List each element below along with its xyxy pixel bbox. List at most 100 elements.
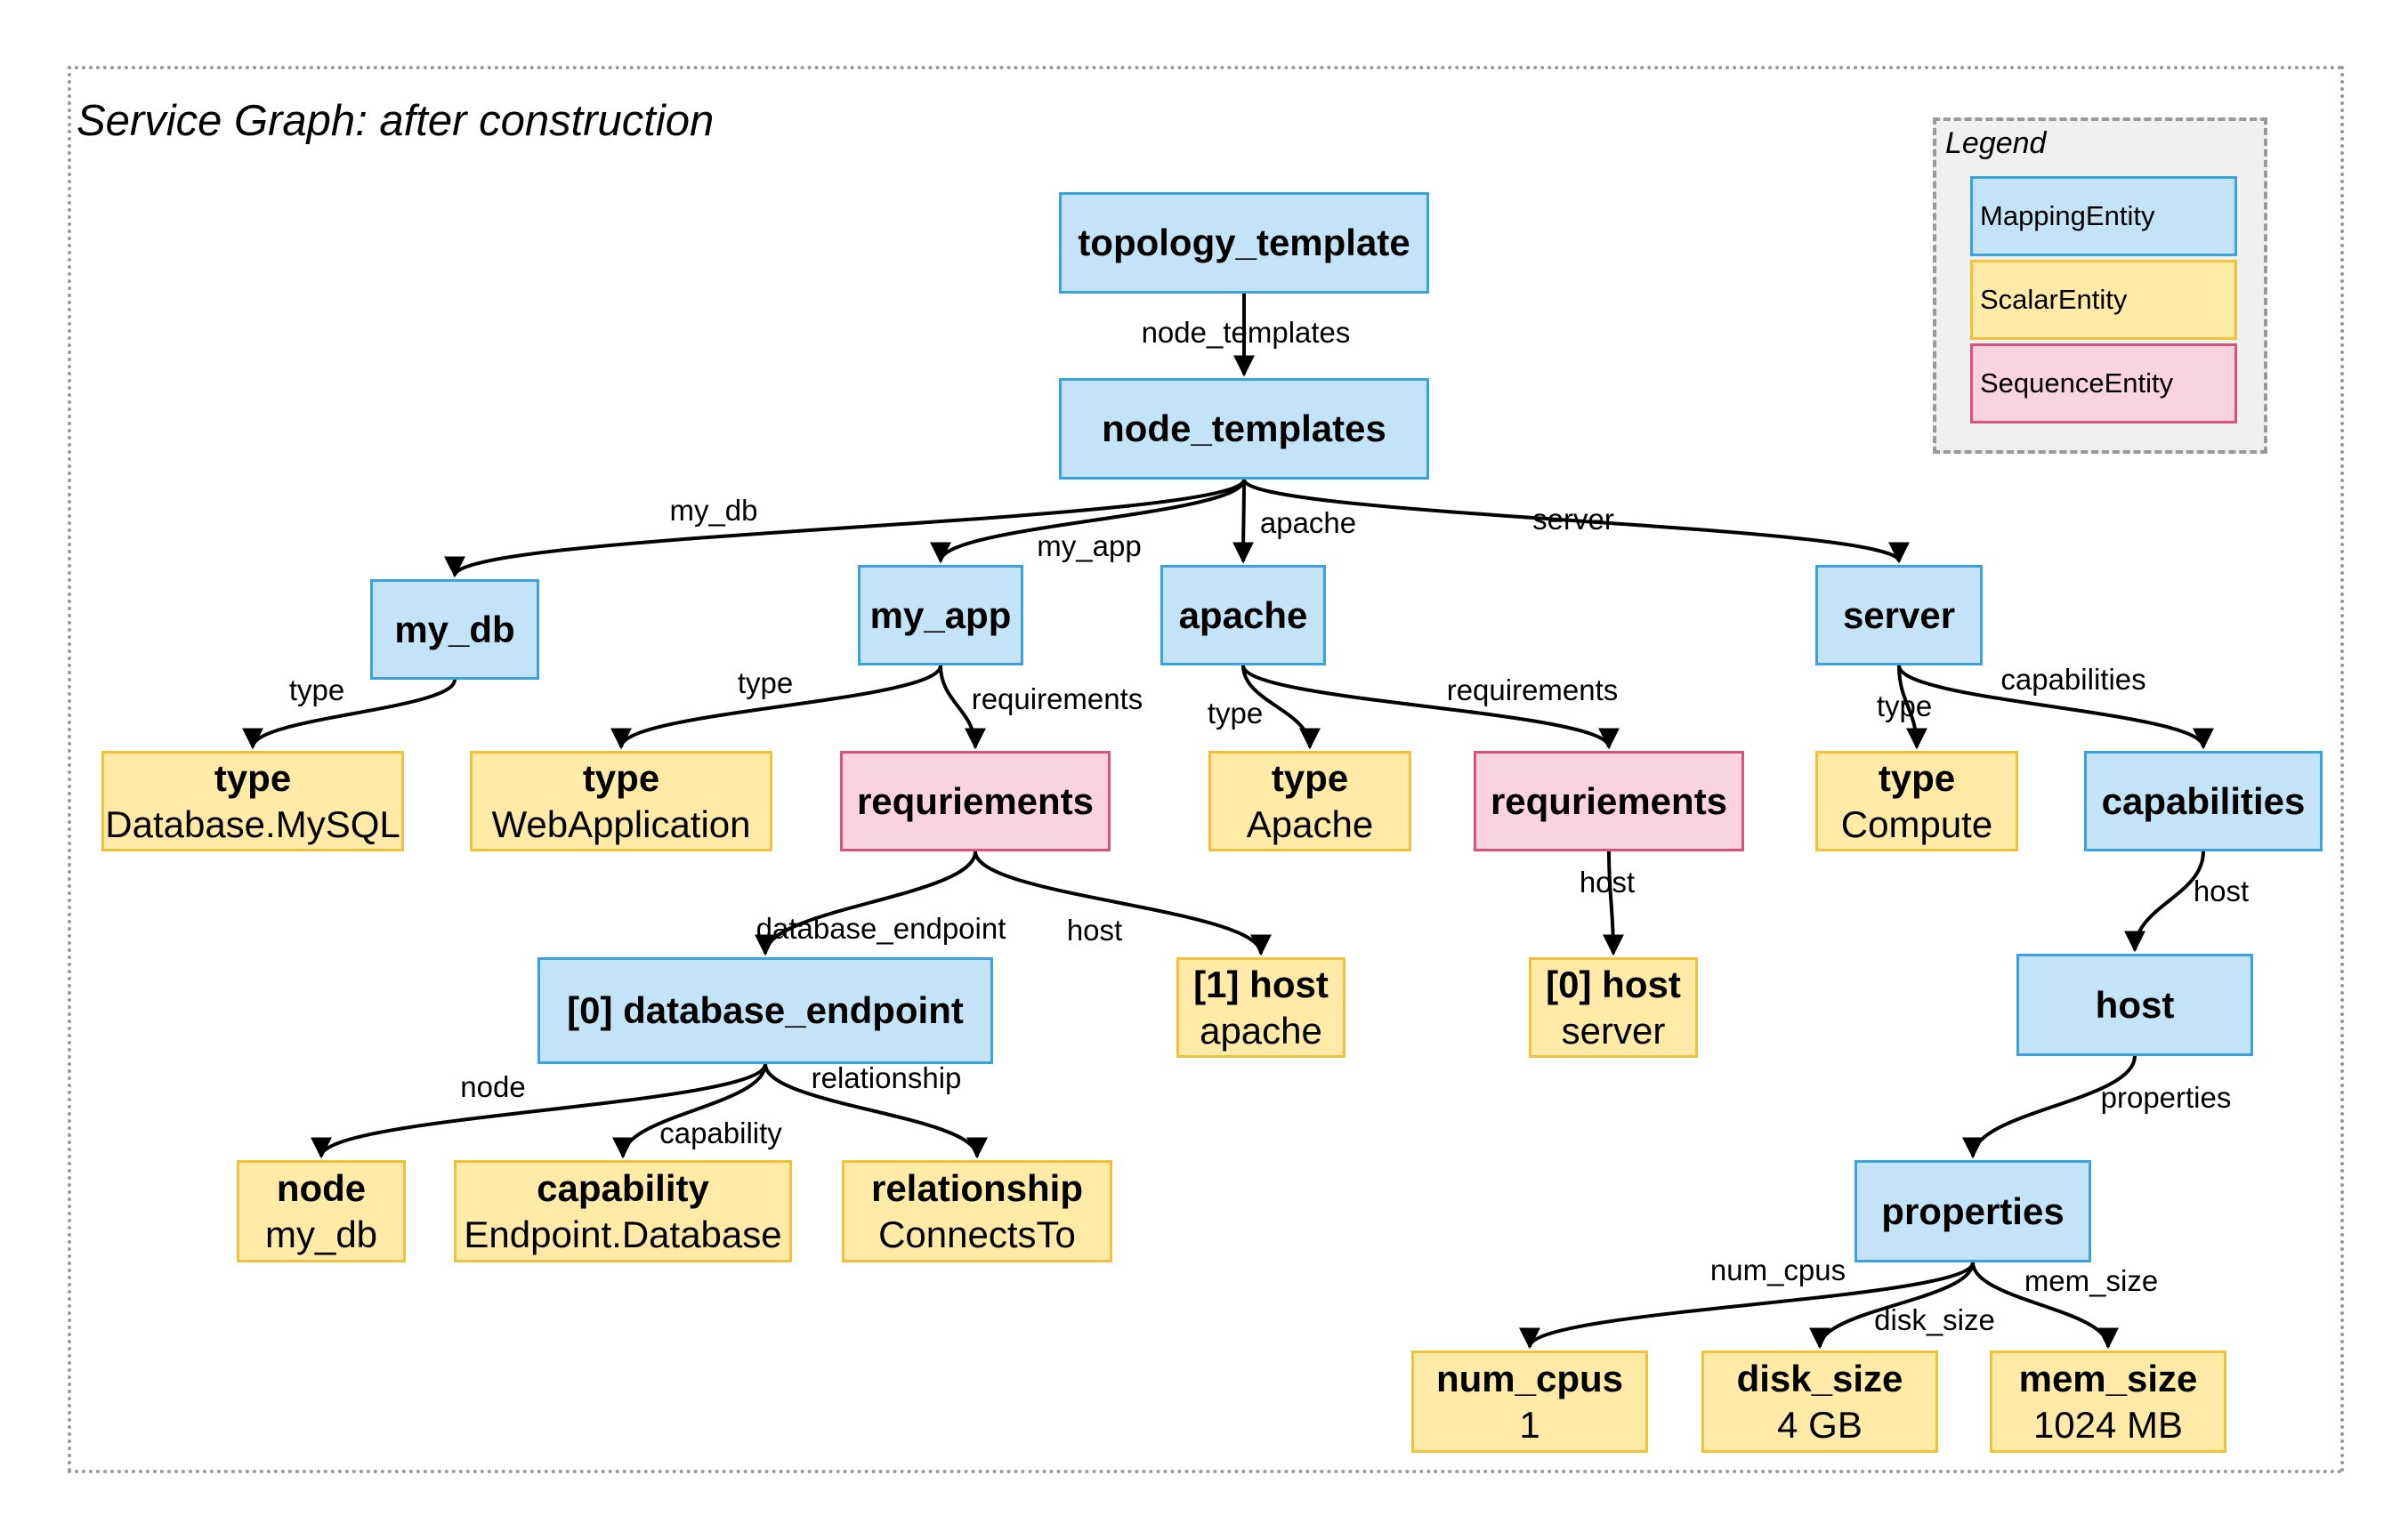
node-label: type — [1271, 757, 1349, 800]
edge-label: disk_size — [1874, 1303, 1995, 1336]
edge-my_app_req-db_endpoint — [755, 851, 977, 956]
legend-item-mapping: MappingEntity — [1970, 176, 2237, 256]
edge-my_app_req-host1 — [974, 851, 1272, 956]
node-label: capability — [537, 1167, 709, 1210]
edge-properties-disk_size — [1809, 1262, 1975, 1350]
edge-label: mem_size — [2024, 1264, 2159, 1297]
node-node-templates: node_templates — [1059, 378, 1429, 480]
node-label: [0] database_endpoint — [567, 989, 964, 1032]
diagram-title: Service Graph: after construction — [77, 97, 715, 145]
edge-label: requirements — [1446, 673, 1619, 706]
node-label: type — [582, 757, 660, 800]
edge-label: type — [737, 666, 794, 699]
node-my-app-requirements: requriements — [840, 751, 1111, 851]
node-label: [0] host — [1546, 964, 1681, 1006]
edge-label: type — [1207, 697, 1264, 730]
edge-label: database_endpoint — [756, 912, 1006, 945]
node-label: relationship — [870, 1167, 1084, 1210]
node-label: node_templates — [1102, 407, 1386, 450]
edge-my_app-my_app_req — [939, 665, 986, 750]
edge-db_endpoint-relationship — [764, 1063, 988, 1159]
legend-item-sequence: SequenceEntity — [1970, 343, 2237, 423]
edge-label: num_cpus — [1709, 1254, 1846, 1286]
legend: Legend MappingEntity ScalarEntity Sequen… — [1933, 117, 2267, 454]
node-label: host — [2095, 983, 2175, 1026]
edge-properties-num_cpus — [1519, 1262, 1975, 1350]
edge-label: capability — [659, 1117, 782, 1149]
edge-apache_req-host0 — [1602, 851, 1624, 956]
node-capabilities-host: host — [2016, 954, 2253, 1056]
node-label: my_db — [394, 608, 515, 650]
node-value: 1024 MB — [2032, 1403, 2184, 1446]
node-label: type — [1878, 757, 1956, 800]
node-value: server — [1561, 1009, 1666, 1052]
edge-label: relationship — [811, 1061, 962, 1094]
edge-label: host — [2193, 875, 2250, 907]
edge-node_templates-my_app — [930, 479, 1246, 564]
node-apache: apache — [1160, 565, 1326, 665]
node-server-capabilities: capabilities — [2084, 751, 2323, 851]
edge-label: host — [1579, 866, 1636, 899]
edge-label: node_templates — [1141, 316, 1351, 349]
legend-item-scalar: ScalarEntity — [1970, 260, 2237, 340]
node-value: apache — [1200, 1009, 1322, 1052]
edge-server-server_caps — [1897, 665, 2214, 750]
node-value: ConnectsTo — [878, 1213, 1076, 1255]
node-label: apache — [1178, 593, 1308, 636]
node-label: [1] host — [1193, 964, 1329, 1006]
node-label: requriements — [1490, 779, 1728, 822]
node-topology-template: topology_template — [1059, 192, 1429, 294]
node-apache-requirements: requriements — [1474, 751, 1744, 851]
edge-label: type — [288, 673, 345, 706]
node-label: my_app — [869, 593, 1012, 636]
edge-label: requirements — [971, 682, 1143, 715]
edge-node_templates-server — [1242, 479, 1910, 564]
node-label: capabilities — [2101, 779, 2306, 822]
node-label: type — [214, 757, 292, 800]
node-label: topology_template — [1078, 222, 1410, 264]
legend-title: Legend — [1945, 126, 2047, 160]
node-my-db: my_db — [370, 579, 539, 680]
node-value: WebApplication — [491, 802, 751, 845]
node-value: Database.MySQL — [105, 802, 400, 845]
node-value: my_db — [264, 1213, 378, 1255]
node-my-app: my_app — [858, 565, 1023, 665]
edge-label: host — [1066, 914, 1123, 947]
edge-server-server_type — [1897, 665, 1927, 750]
edge-my_db-my_db_type — [242, 679, 457, 750]
edge-label: my_app — [1037, 529, 1142, 562]
node-database-endpoint: [0] database_endpoint — [537, 957, 993, 1064]
node-value: 1 — [1519, 1403, 1540, 1446]
edge-server_caps-caps_host — [2124, 851, 2205, 953]
node-label: server — [1842, 593, 1956, 636]
edge-caps_host-properties — [1962, 1055, 2137, 1159]
edge-label: node — [460, 1070, 526, 1103]
edge-label: server — [1532, 503, 1614, 536]
node-value: Compute — [1840, 802, 1993, 845]
edge-label: apache — [1259, 506, 1357, 539]
edge-db_endpoint-capability — [612, 1063, 767, 1159]
edge-label: properties — [2100, 1081, 2232, 1114]
node-label: num_cpus — [1435, 1358, 1624, 1400]
edge-label: my_db — [669, 494, 758, 527]
node-label: node — [276, 1167, 367, 1210]
edge-node_templates-my_db — [444, 479, 1246, 578]
node-server: server — [1815, 565, 1983, 665]
edge-properties-mem_size — [1971, 1262, 2119, 1350]
node-value: 4 GB — [1777, 1403, 1863, 1446]
node-label: disk_size — [1736, 1358, 1903, 1400]
edge-apache-apache_type — [1241, 665, 1321, 750]
node-value: Apache — [1246, 802, 1374, 845]
edge-label: type — [1876, 689, 1933, 722]
node-properties: properties — [1854, 1160, 2091, 1262]
edge-apache-apache_req — [1241, 665, 1620, 750]
